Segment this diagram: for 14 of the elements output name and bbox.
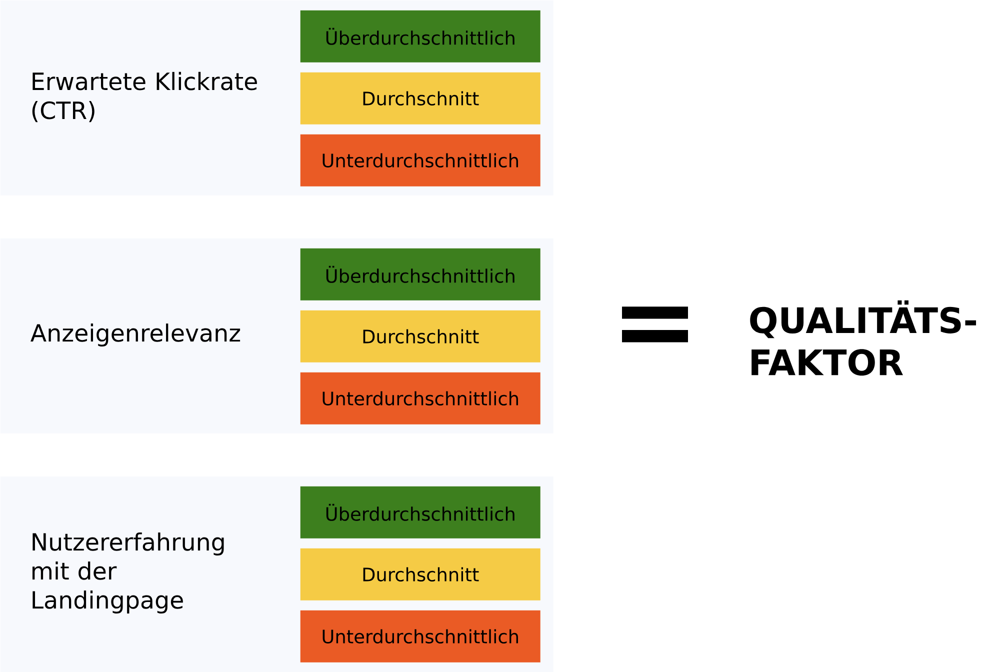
rating-box: Unterdurchschnittlich xyxy=(300,372,540,424)
equals-sign: = xyxy=(622,306,688,342)
rating-box: Überdurchschnittlich xyxy=(300,486,540,538)
panel-label: Erwartete Klickrate (CTR) xyxy=(32,72,257,122)
result-title: QUALITÄTS- FAKTOR xyxy=(750,300,976,376)
rating-box: Unterdurchschnittlich xyxy=(300,610,540,662)
rating-box: Überdurchschnittlich xyxy=(300,10,540,62)
panel-label: Nutzererfahrung mit der Landingpage xyxy=(32,532,224,614)
panel-label: Anzeigenrelevanz xyxy=(30,324,240,346)
rating-box: Durchschnitt xyxy=(300,72,540,124)
rating-box: Durchschnitt xyxy=(300,310,540,362)
rating-box: Unterdurchschnittlich xyxy=(300,134,540,186)
rating-box: Überdurchschnittlich xyxy=(300,248,540,300)
rating-box: Durchschnitt xyxy=(300,548,540,600)
